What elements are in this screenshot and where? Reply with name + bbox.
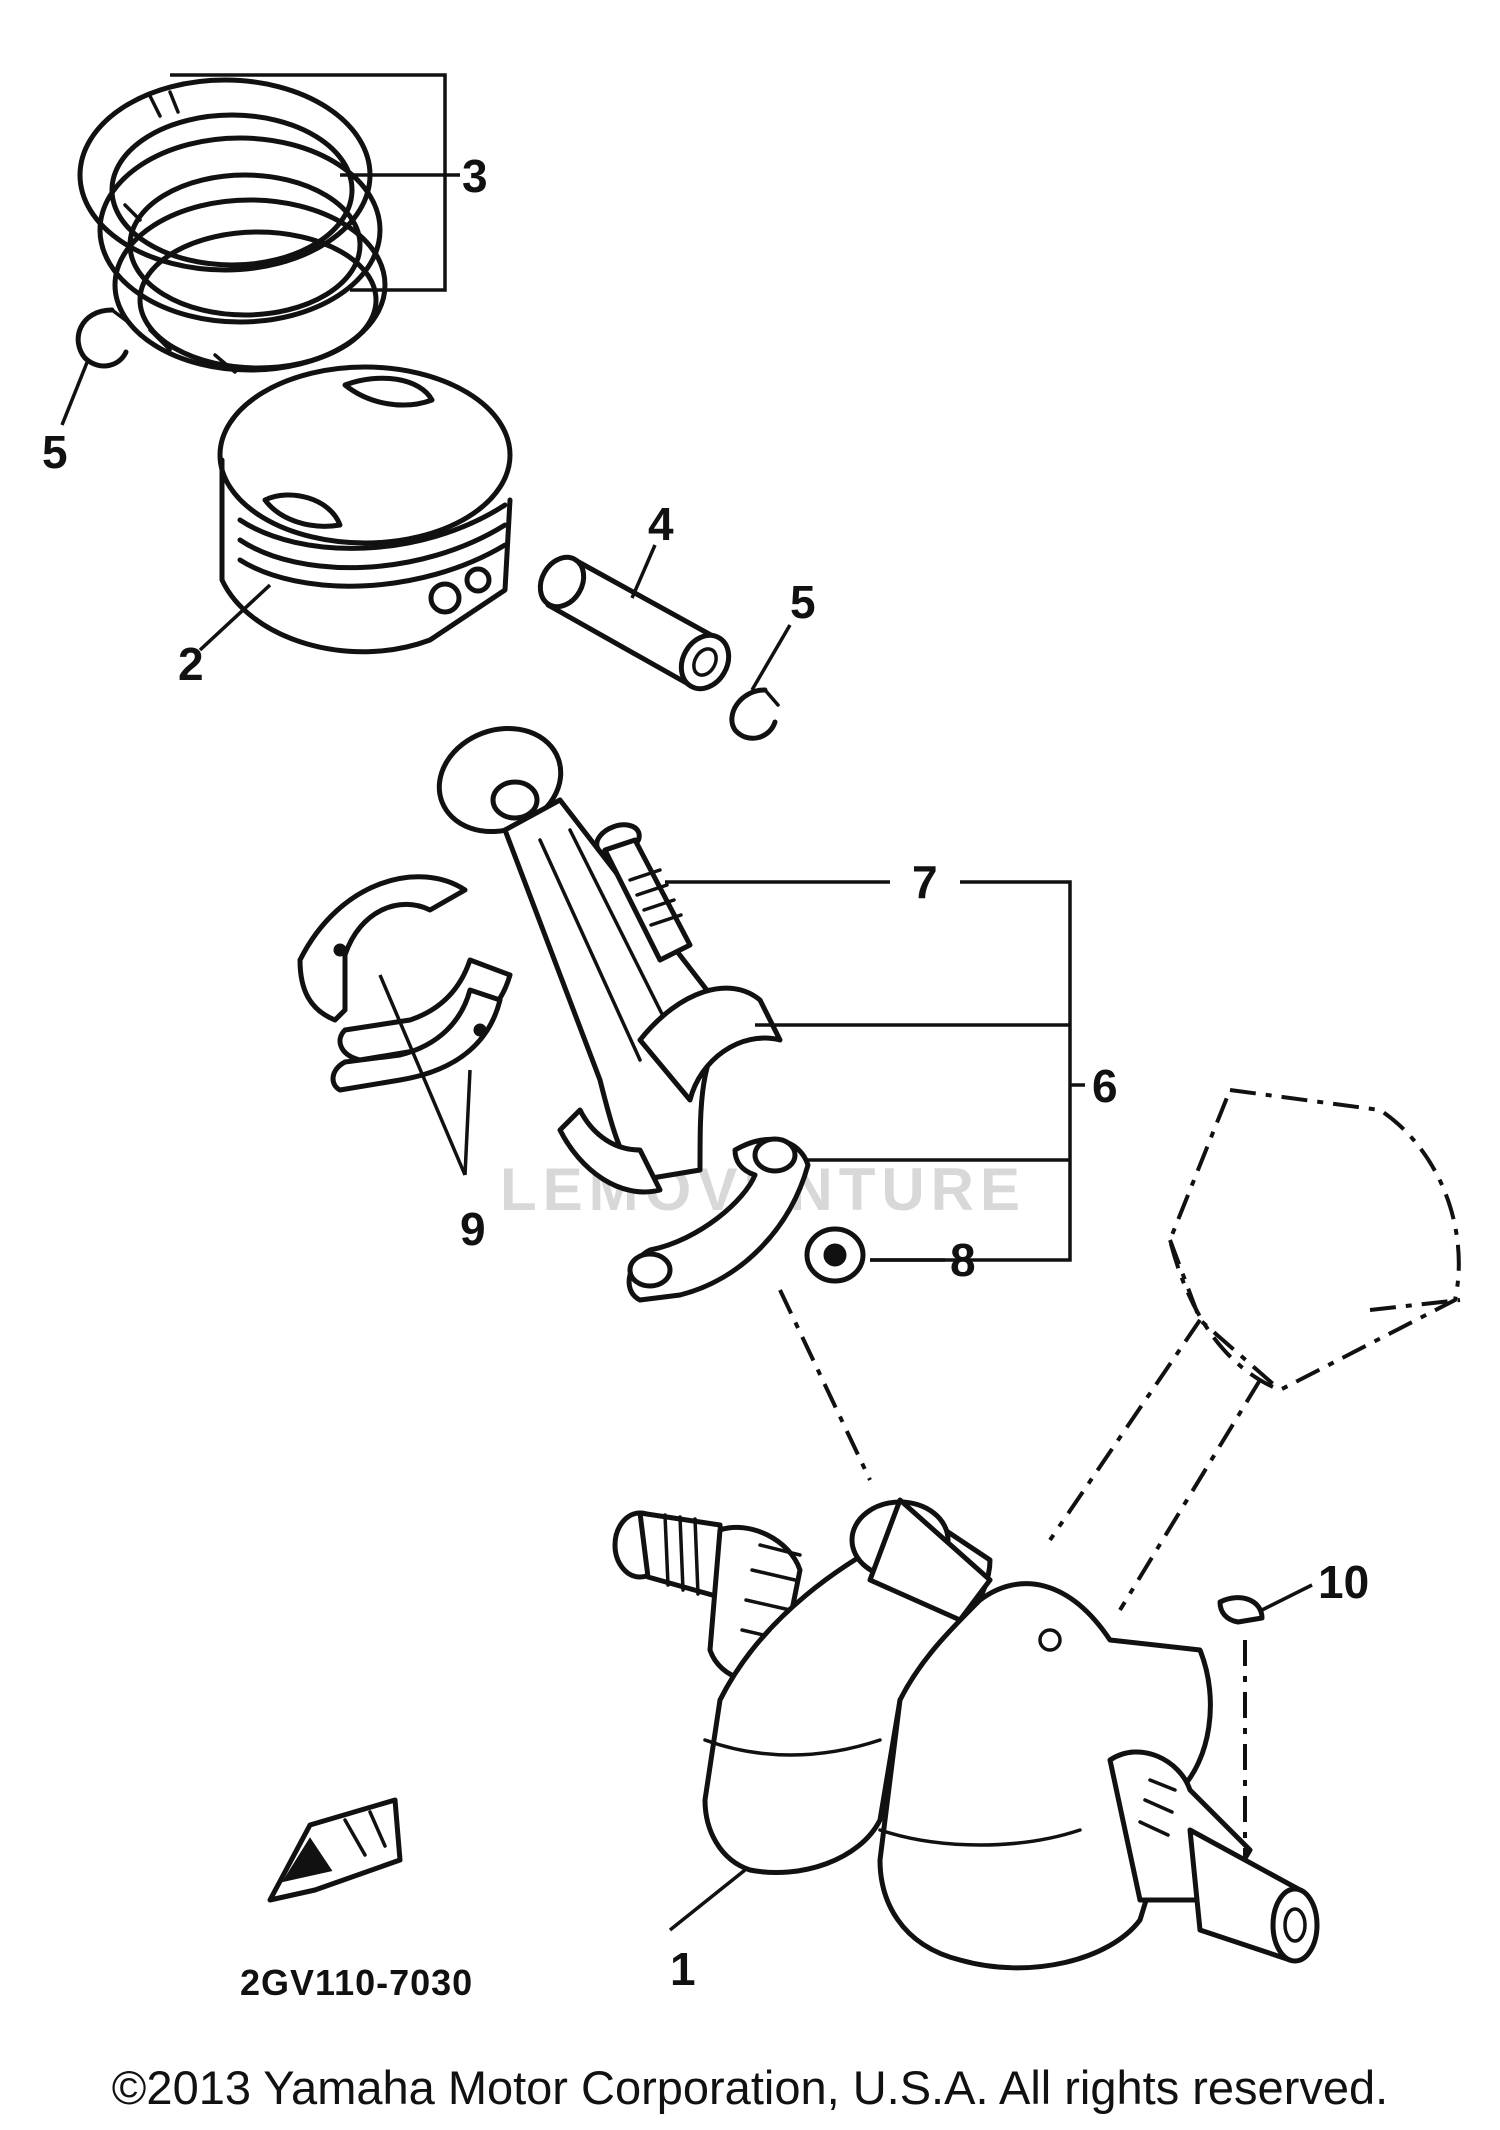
rod-cap[interactable] (626, 1136, 811, 1303)
callout-1: 1 (670, 1943, 696, 1995)
bearing-lower[interactable] (330, 957, 513, 1093)
woodruff-key[interactable] (1217, 1595, 1265, 1625)
callout-2: 2 (178, 638, 204, 690)
callout-5-right: 5 (790, 576, 816, 628)
arrow-fr-icon (267, 1797, 403, 1903)
circlip-right[interactable] (729, 687, 780, 741)
callout-7: 7 (912, 856, 938, 908)
piston[interactable] (217, 364, 513, 655)
diagram-code: 2GV110-7030 (240, 1962, 473, 2003)
callout-8: 8 (950, 1234, 976, 1286)
callout-10: 10 (1318, 1556, 1369, 1608)
connecting-rod[interactable] (425, 712, 783, 1195)
callout-5-left: 5 (42, 426, 68, 478)
callout-4: 4 (648, 498, 674, 550)
callout-9: 9 (460, 1203, 486, 1255)
piston-pin[interactable] (532, 549, 738, 697)
rod-bolt[interactable] (593, 819, 693, 963)
callout-3: 3 (462, 150, 488, 202)
crankshaft[interactable] (612, 1497, 1320, 1971)
bearing-upper[interactable] (297, 874, 468, 1023)
circlip-left[interactable] (75, 307, 130, 369)
copyright-notice: ©2013 Yamaha Motor Corporation, U.S.A. A… (111, 2061, 1389, 2114)
piston-rings[interactable] (77, 77, 388, 374)
phantom-assembly (778, 1087, 1461, 1612)
rod-nut[interactable] (804, 1226, 866, 1284)
callout-6: 6 (1092, 1060, 1118, 1112)
